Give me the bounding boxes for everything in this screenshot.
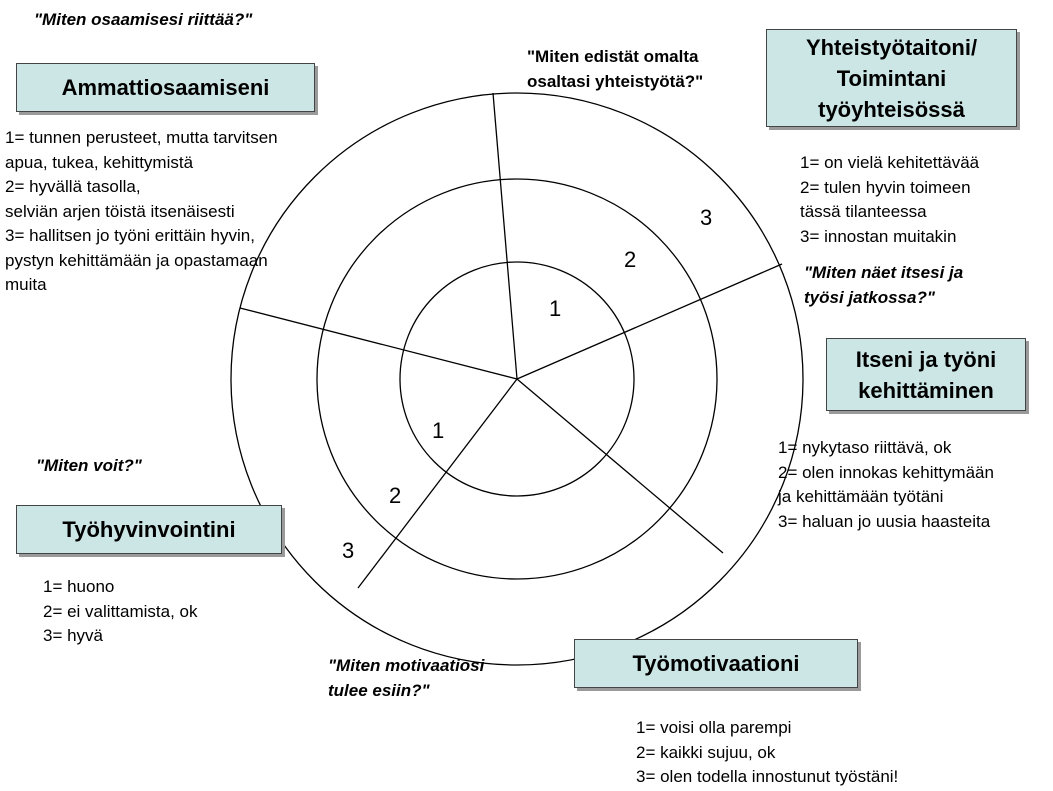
question-motivaatio: "Miten motivaatiosi tulee esiin?" — [328, 653, 484, 703]
scale-line: tässä tilanteessa — [800, 202, 927, 221]
question-line: "Miten näet itsesi ja — [804, 263, 964, 282]
ring-label-left-1: 1 — [432, 418, 445, 443]
ring-label-top-2: 2 — [624, 247, 637, 272]
ring-inner — [399, 261, 635, 497]
scale-line: 2= olen innokas kehittymään — [778, 462, 994, 482]
title-line: Toimintani — [836, 65, 947, 91]
question-line: "Miten edistät omalta — [527, 47, 699, 66]
scale-hyvinvointi: 1= huono 2= ei valittamista, ok 3= hyvä — [43, 575, 198, 649]
question-kehittaminen: "Miten näet itsesi ja työsi jatkossa?" — [804, 260, 963, 310]
scale-line: 1= voisi olla parempi — [636, 718, 792, 737]
scale-line: selviän arjen töistä itsenäisesti — [5, 201, 235, 221]
scale-line: 1= tunnen perusteet, mutta tarvitsen — [5, 128, 278, 147]
scale-kehittaminen: 1= nykytaso riittävä, ok 2= olen innokas… — [778, 436, 994, 534]
question-line: työsi jatkossa?" — [804, 288, 935, 307]
title-box-ammattiosaaminen: Ammattiosaamiseni — [16, 63, 315, 112]
ring-label-left-3: 3 — [342, 538, 355, 563]
scale-line: 1= nykytaso riittävä, ok — [778, 438, 952, 457]
title-box-hyvinvointi: Työhyvinvointini — [16, 505, 282, 554]
scale-line: 2= ei valittamista, ok — [43, 601, 198, 621]
question-yhteistyo: "Miten edistät omalta osaltasi yhteistyö… — [527, 44, 703, 94]
title-line: Itseni ja työni — [855, 346, 997, 372]
ring-middle — [316, 178, 718, 580]
scale-yhteistyo: 1= on vielä kehitettävää 2= tulen hyvin … — [800, 151, 979, 249]
scale-ammattiosaaminen: 1= tunnen perusteet, mutta tarvitsen apu… — [5, 126, 278, 298]
ring-outer — [230, 92, 804, 666]
spoke-top — [492, 92, 518, 380]
scale-line: 2= tulen hyvin toimeen — [800, 177, 971, 197]
title-hyvinvointi: Työhyvinvointini — [62, 517, 236, 542]
scale-line: 2= hyvällä tasolla, — [5, 177, 141, 196]
scale-line: 3= haluan jo uusia haasteita — [778, 511, 991, 531]
title-box-kehittaminen: Itseni ja työni kehittäminen — [826, 338, 1026, 411]
title-box-yhteistyo: Yhteistyötaitoni/ Toimintani työyhteisös… — [766, 29, 1017, 127]
question-line: "Miten motivaatiosi — [328, 656, 485, 675]
question-line: tulee esiin?" — [328, 681, 430, 700]
spoke-left — [239, 307, 518, 380]
scale-line: muita — [5, 275, 47, 294]
title-ammattiosaaminen: Ammattiosaamiseni — [61, 75, 270, 100]
scale-line: pystyn kehittämään ja opastamaan — [5, 250, 268, 270]
ring-label-left-2: 2 — [389, 483, 402, 508]
scale-motivaatio: 1= voisi olla parempi 2= kaikki sujuu, o… — [636, 716, 898, 790]
title-line: Yhteistyötaitoni/ — [805, 34, 978, 60]
scale-line: 3= hallitsen jo työni erittäin hyvin, — [5, 226, 255, 245]
scale-line: 3= hyvä — [43, 626, 104, 645]
scale-line: ja kehittämään työtäni — [778, 487, 944, 506]
spoke-right — [516, 263, 783, 380]
title-motivaatio: Työmotivaationi — [632, 651, 800, 676]
title-box-motivaatio: Työmotivaationi — [574, 639, 858, 688]
title-line: työyhteisössä — [818, 96, 965, 122]
scale-line: 3= innostan muitakin — [800, 226, 957, 246]
question-hyvinvointi: "Miten voit?" — [36, 456, 142, 475]
spoke-lower-right — [516, 378, 724, 554]
title-line: kehittäminen — [858, 377, 994, 403]
question-ammattiosaaminen: "Miten osaamisesi riittää?" — [34, 10, 253, 29]
spoke-lower-left — [357, 378, 518, 589]
ring-label-top-1: 1 — [549, 296, 562, 321]
scale-line: 1= on vielä kehitettävää — [800, 153, 980, 172]
scale-line: 3= olen todella innostunut työstäni! — [636, 767, 899, 786]
ring-label-top-3: 3 — [700, 205, 713, 230]
question-line: osaltasi yhteistyötä?" — [527, 72, 704, 91]
scale-line: apua, tukea, kehittymistä — [5, 152, 194, 172]
scale-line: 1= huono — [43, 577, 115, 596]
scale-line: 2= kaikki sujuu, ok — [636, 742, 776, 762]
